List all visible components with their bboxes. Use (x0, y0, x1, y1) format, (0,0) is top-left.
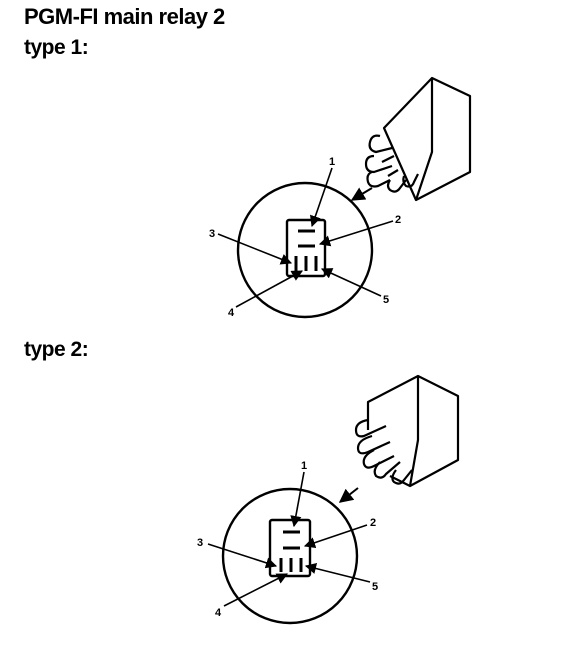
type-1-diagram: 1 2 3 4 5 (209, 76, 472, 319)
type-2-diagram: 1 2 3 4 5 (197, 374, 460, 625)
pin-label-2: 2 (395, 214, 401, 226)
pin-label-5: 5 (372, 581, 378, 593)
leader-3 (217, 233, 293, 265)
leader-2 (318, 220, 394, 247)
leader-5 (304, 563, 371, 583)
leader-1 (309, 167, 333, 228)
pin-label-1: 1 (301, 460, 307, 472)
connector-housing (285, 218, 327, 278)
relay-connector-plug-icon (354, 374, 460, 488)
pin-label-1: 1 (329, 156, 335, 168)
connector-face-circle-icon (221, 487, 359, 625)
leader-2 (303, 524, 368, 549)
pin-label-2: 2 (370, 517, 376, 529)
pin-label-5: 5 (383, 294, 389, 306)
leader-1 (290, 471, 305, 528)
page-title: PGM-FI main relay 2 (24, 4, 225, 29)
relay-connector-plug-icon (364, 76, 472, 202)
connector-face-circle-icon (236, 181, 374, 319)
pin-label-3: 3 (209, 228, 215, 240)
type-2-heading: type 2: (24, 338, 89, 361)
leader-4 (235, 270, 303, 308)
leader-4 (223, 573, 288, 607)
arrow-icon (350, 187, 373, 201)
pin-label-3: 3 (197, 537, 203, 549)
leader-3 (207, 543, 278, 569)
pin-label-4: 4 (228, 307, 235, 319)
leader-5 (320, 268, 382, 297)
pin-label-4: 4 (215, 607, 222, 619)
type-1-heading: type 1: (24, 36, 89, 59)
arrow-icon (338, 487, 359, 503)
